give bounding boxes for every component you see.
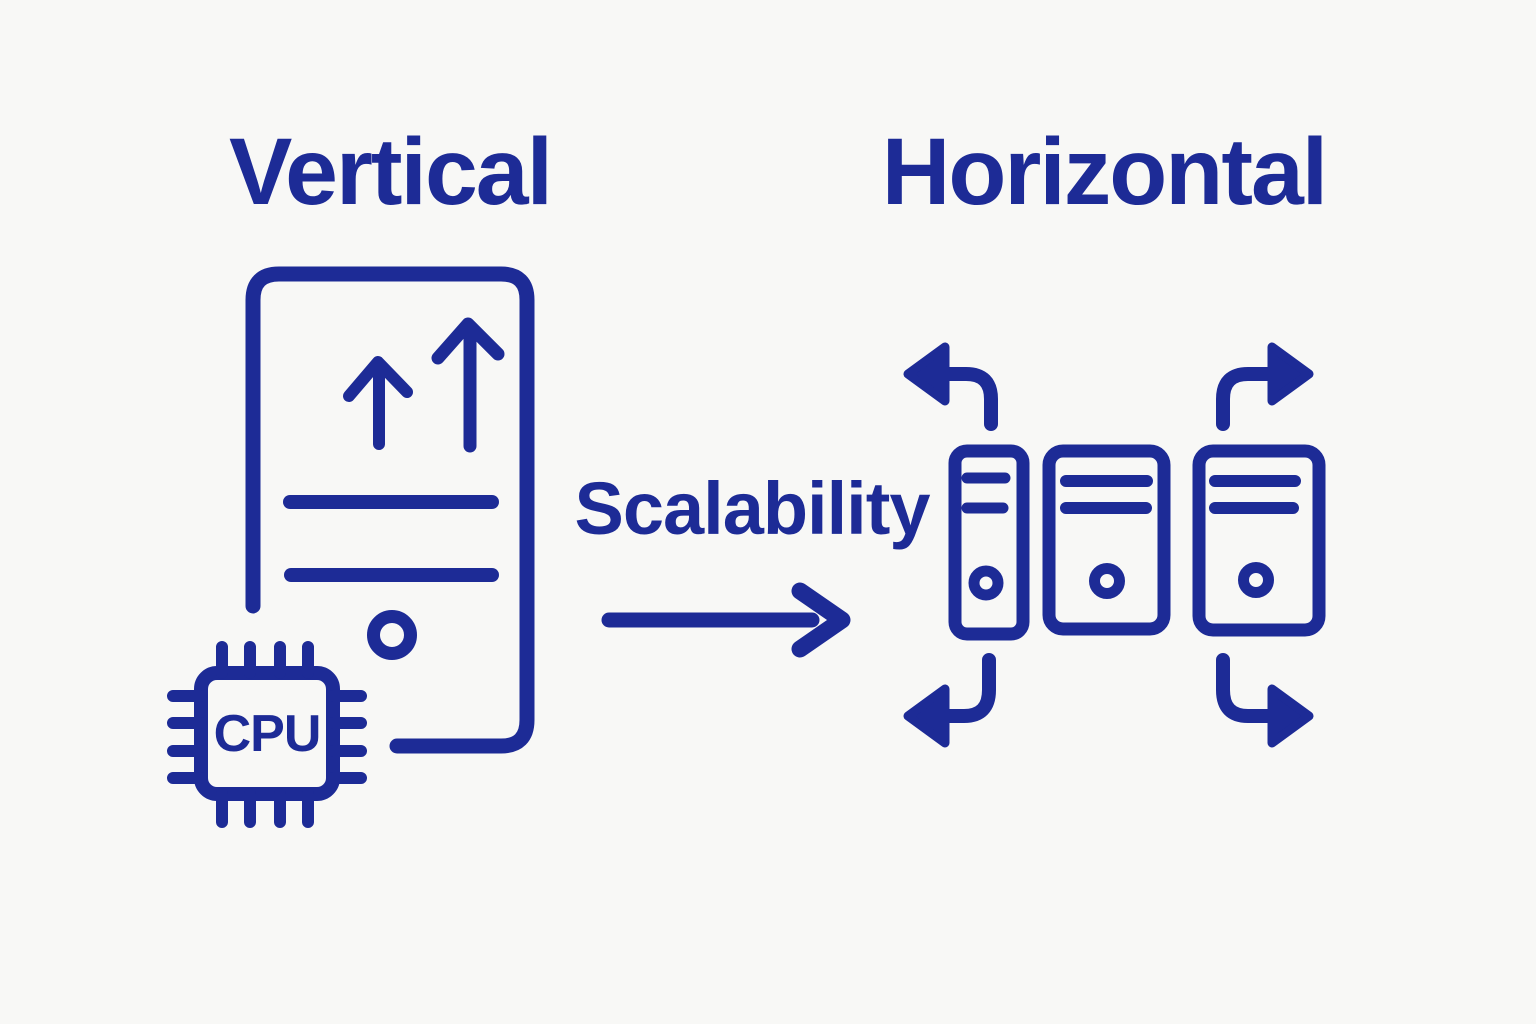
scalability-label: Scalability [574, 467, 930, 550]
cpu-chip-icon [167, 641, 367, 828]
expand-arrow-bottom-right-head [1267, 684, 1314, 748]
expand-arrow-top-left [903, 342, 998, 431]
expand-arrows [903, 342, 1314, 748]
expand-arrow-top-left-stem [935, 367, 998, 431]
server-1-power-circle [968, 565, 1004, 601]
horizontal-title: Horizontal [881, 119, 1328, 225]
power-button-circle [367, 610, 417, 660]
cpu-pins-left [167, 690, 207, 784]
cpu-pins-top [216, 641, 314, 679]
server-1-outline [948, 444, 1030, 641]
expand-arrow-bottom-right-stem [1216, 653, 1279, 723]
expand-arrow-top-right-head [1267, 342, 1314, 406]
expand-arrow-top-right [1216, 342, 1314, 431]
server-3-power-circle [1238, 562, 1274, 598]
server-tower-icon-3 [1192, 444, 1326, 637]
expand-arrow-bottom-left [903, 653, 996, 748]
up-arrow-small-icon [343, 356, 413, 450]
expand-arrow-top-left-head [903, 342, 950, 406]
server-2-outline [1042, 444, 1171, 636]
single-server-tower-icon [245, 266, 535, 754]
server-tower-icon-2 [1042, 444, 1171, 636]
server-2-power-circle [1089, 563, 1125, 599]
right-arrow-head [791, 582, 851, 658]
up-arrow-large-icon [431, 317, 505, 453]
expand-arrow-bottom-right [1216, 653, 1314, 748]
server-3-slot-lines [1209, 475, 1301, 514]
vertical-title: Vertical [228, 119, 553, 225]
server-3-outline [1192, 444, 1326, 637]
server-cluster [948, 444, 1326, 641]
cpu-pins-right [327, 690, 367, 784]
server-tower-outline [245, 266, 535, 754]
cpu-pins-bottom [216, 788, 314, 828]
server-1-slot-lines [961, 472, 1011, 514]
expand-arrow-bottom-left-head [903, 684, 950, 748]
expand-arrow-bottom-left-stem [935, 653, 996, 723]
server-2-slot-lines [1060, 475, 1153, 514]
expand-arrow-top-right-stem [1216, 367, 1279, 431]
cpu-chip-body [194, 666, 340, 801]
server-tower-icon-1 [948, 444, 1030, 641]
cpu-chip-label: CPU [213, 704, 322, 763]
right-arrow-icon [601, 582, 851, 658]
